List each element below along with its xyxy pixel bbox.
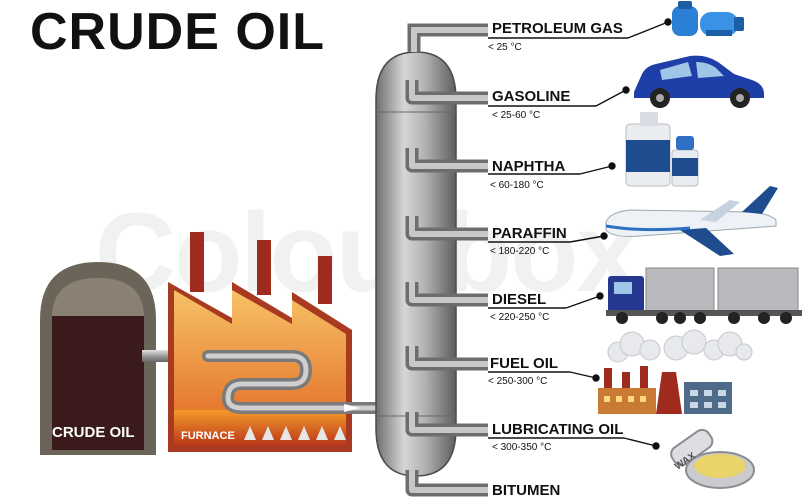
product-temp-diesel: < 220-250 °C xyxy=(490,312,550,323)
product-name-gasoline: GASOLINE xyxy=(492,88,571,105)
product-temp-gasoline: < 25-60 °C xyxy=(492,110,541,121)
product-name-petroleum-gas: PETROLEUM GAS xyxy=(492,20,623,37)
chemical-bottles-icon xyxy=(625,112,699,187)
product-name-lubricating-oil: LUBRICATING OIL xyxy=(492,421,624,438)
factory-icon xyxy=(598,329,753,414)
furnace-label: FURNACE xyxy=(181,430,235,442)
furnace xyxy=(168,232,386,452)
tank-label: CRUDE OIL xyxy=(52,424,135,441)
product-temp-petroleum-gas: < 25 °C xyxy=(488,42,522,53)
product-temp-paraffin: < 180-220 °C xyxy=(490,246,550,257)
leader-lines xyxy=(488,18,672,450)
product-temp-fuel-oil: < 250-300 °C xyxy=(488,376,548,387)
page-title: CRUDE OIL xyxy=(30,3,325,61)
airplane-icon xyxy=(605,186,778,256)
crude-oil-tank xyxy=(40,262,156,455)
truck-icon xyxy=(606,267,802,324)
car-icon xyxy=(634,55,764,108)
outlet-pipes xyxy=(405,23,488,497)
product-temp-naphtha: < 60-180 °C xyxy=(490,180,544,191)
product-name-fuel-oil: FUEL OIL xyxy=(490,355,559,372)
gas-cylinder-icon xyxy=(672,1,744,36)
product-name-paraffin: PARAFFIN xyxy=(492,225,567,242)
wax-tin-icon xyxy=(670,428,755,489)
product-name-diesel: DIESEL xyxy=(492,291,547,308)
product-name-naphtha: NAPHTHA xyxy=(492,158,566,175)
product-name-bitumen: BITUMEN xyxy=(492,482,561,499)
product-temp-lubricating-oil: < 300-350 °C xyxy=(492,442,552,453)
